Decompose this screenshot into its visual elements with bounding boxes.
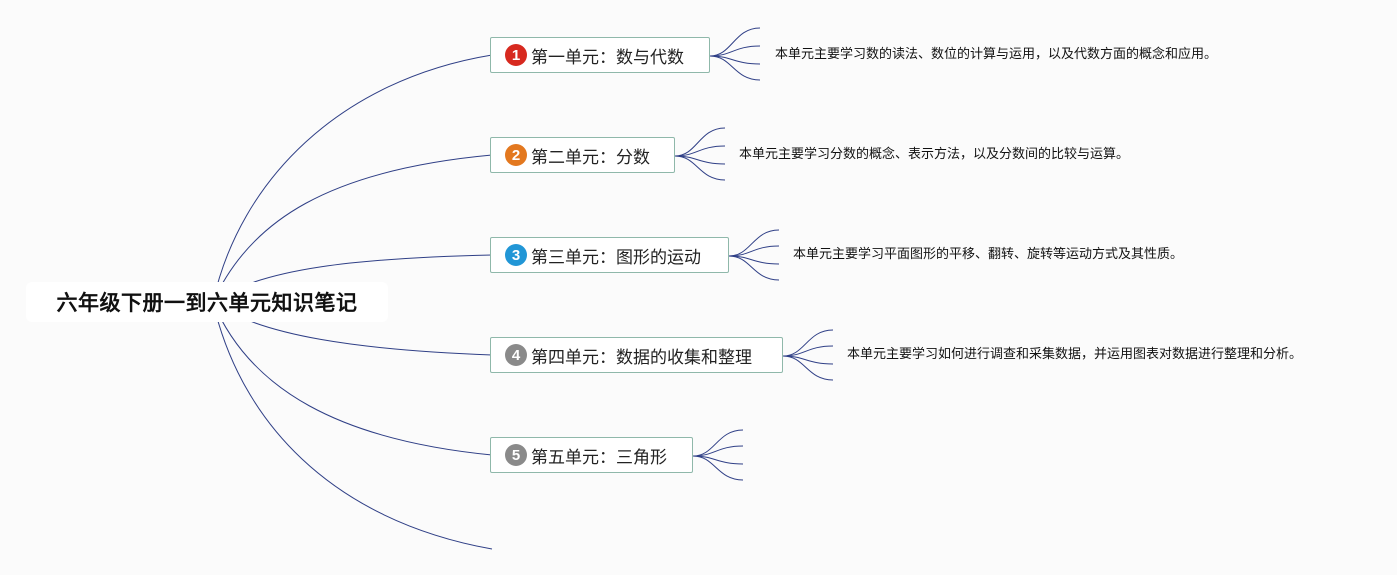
central-topic[interactable]: 六年级下册一到六单元知识笔记 [26, 282, 388, 322]
branch-line [212, 54, 493, 303]
topic-label: 第一单元：数与代数 [531, 47, 684, 68]
topic-label: 第二单元：分数 [531, 147, 650, 168]
note-unit-1: 本单元主要学习数的读法、数位的计算与运用，以及代数方面的概念和应用。 [775, 47, 1218, 62]
note-fan-line [674, 127, 726, 157]
note-unit-4: 本单元主要学习如何进行调查和采集数据，并运用图表对数据进行整理和分析。 [847, 347, 1303, 362]
note-fan-line [692, 455, 744, 481]
topic-unit-3[interactable]: 3 第三单元：图形的运动 [490, 237, 729, 273]
note-fan-line [709, 27, 761, 57]
note-unit-3: 本单元主要学习平面图形的平移、翻转、旋转等运动方式及其性质。 [793, 247, 1184, 262]
branch-line [212, 301, 493, 456]
note-fan-line [674, 155, 726, 181]
topic-unit-4[interactable]: 4 第四单元：数据的收集和整理 [490, 337, 783, 373]
connector-lines [212, 27, 834, 550]
topic-label: 第三单元：图形的运动 [531, 247, 701, 268]
note-fan-line [692, 429, 744, 457]
central-topic-title: 六年级下册一到六单元知识笔记 [56, 291, 358, 315]
priority-4-icon: 4 [505, 344, 527, 366]
note-fan-line [728, 229, 780, 257]
topic-label: 第五单元：三角形 [531, 447, 667, 468]
branch-line [212, 301, 493, 550]
priority-1-icon: 1 [505, 44, 527, 66]
topic-label: 第四单元：数据的收集和整理 [531, 347, 752, 368]
note-fan-line [782, 329, 834, 357]
note-fan-line [709, 55, 761, 81]
priority-5-icon: 5 [505, 444, 527, 466]
priority-2-icon: 2 [505, 144, 527, 166]
topic-unit-2[interactable]: 2 第二单元：分数 [490, 137, 675, 173]
topic-unit-1[interactable]: 1 第一单元：数与代数 [490, 37, 710, 73]
note-unit-2: 本单元主要学习分数的概念、表示方法，以及分数间的比较与运算。 [739, 147, 1130, 162]
note-fan-line [782, 355, 834, 381]
topic-unit-5[interactable]: 5 第五单元：三角形 [490, 437, 693, 473]
note-fan-line [728, 255, 780, 281]
priority-3-icon: 3 [505, 244, 527, 266]
branch-line [212, 154, 493, 303]
